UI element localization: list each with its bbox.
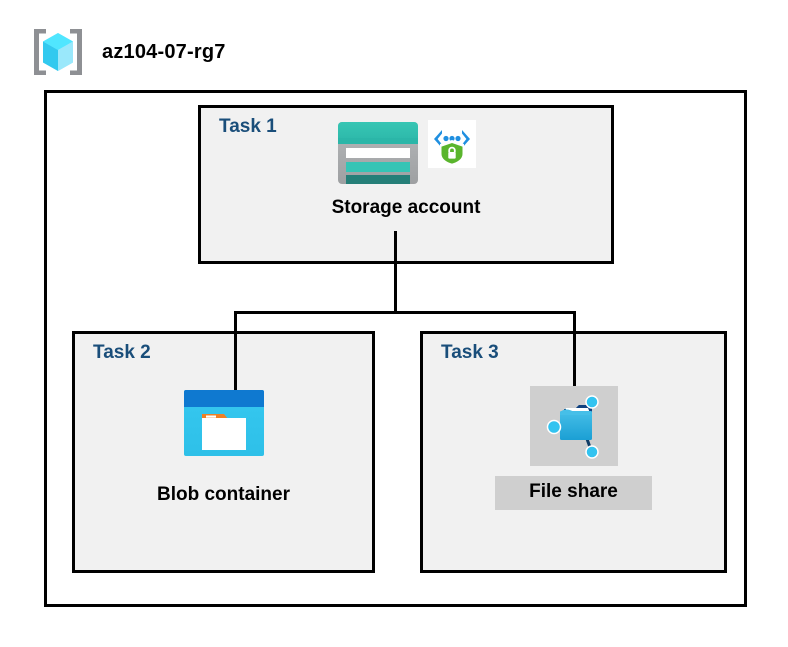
- task-2-label: Task 2: [93, 342, 151, 363]
- file-share-caption: File share: [495, 476, 652, 510]
- storage-account-icon-group: [336, 120, 476, 192]
- task-1-label: Task 1: [219, 116, 277, 137]
- secured-endpoint-shield-icon: [428, 120, 476, 173]
- blob-container-node[interactable]: Blob container: [72, 388, 375, 506]
- task-3-label: Task 3: [441, 342, 499, 363]
- connector-to-file-share: [573, 311, 576, 389]
- blob-container-caption: Blob container: [156, 484, 290, 505]
- storage-account-caption: Storage account: [331, 197, 481, 218]
- resource-group-header: az104-07-rg7: [30, 26, 226, 78]
- connector-bus: [234, 311, 576, 314]
- task-2-box: Task 2: [72, 331, 375, 573]
- file-share-icon: [529, 386, 618, 466]
- blob-container-icon: [182, 388, 266, 463]
- connector-trunk: [394, 264, 397, 313]
- storage-account-node[interactable]: Storage account: [198, 120, 614, 219]
- resource-group-icon: [30, 26, 86, 78]
- storage-account-icon: [336, 120, 420, 191]
- file-share-node[interactable]: File share: [420, 386, 727, 510]
- connector-storage-stub: [394, 231, 397, 265]
- resource-group-name: az104-07-rg7: [102, 40, 226, 63]
- connector-to-blob-container: [234, 311, 237, 390]
